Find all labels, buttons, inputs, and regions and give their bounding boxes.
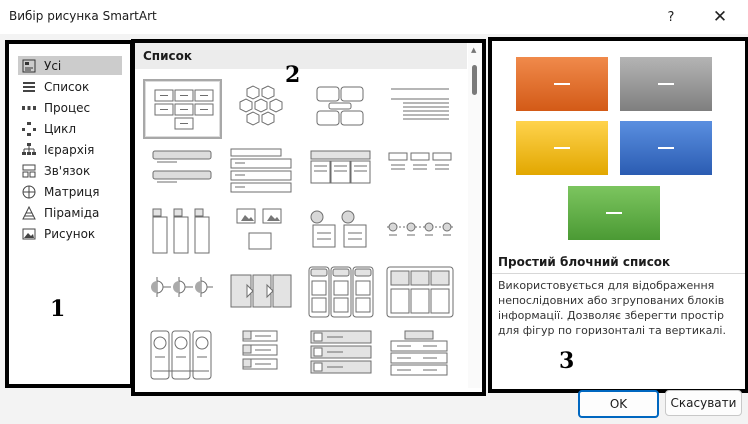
category-pyramid[interactable]: Піраміда <box>18 203 122 222</box>
ok-button[interactable]: OK <box>578 390 659 418</box>
layout-table-list[interactable] <box>303 141 378 197</box>
layout-vertical-blocks[interactable] <box>143 203 218 259</box>
layout-arrow-blocks[interactable] <box>223 265 298 321</box>
gallery-scrollbar[interactable]: ▲ <box>468 43 482 388</box>
layout-vertical-box-list[interactable] <box>223 327 298 383</box>
category-label: Піраміда <box>44 205 100 220</box>
category-label: Список <box>44 79 90 94</box>
preview-block-yellow <box>516 121 608 175</box>
matrix-icon <box>22 185 36 199</box>
category-hierarchy[interactable]: Ієрархія <box>18 140 122 159</box>
cancel-button[interactable]: Скасувати <box>665 390 742 416</box>
layout-hexagon-cluster[interactable] <box>223 79 298 135</box>
category-label: Матриця <box>44 184 100 199</box>
category-label: Ієрархія <box>44 142 95 157</box>
relationship-icon <box>22 164 36 178</box>
preview-block-orange <box>516 57 608 111</box>
process-icon <box>22 101 36 115</box>
all-icon <box>22 59 36 73</box>
layout-circle-columns[interactable] <box>143 327 218 383</box>
annotation-number-2: 2 <box>285 62 301 88</box>
category-relationship[interactable]: Зв'язок <box>18 161 122 180</box>
preview-divider <box>492 273 745 274</box>
layout-tab-list[interactable] <box>223 141 298 197</box>
list-icon <box>22 80 36 94</box>
layout-horizontal-bullet[interactable] <box>383 141 458 197</box>
preview-block-blue <box>620 121 712 175</box>
category-panel: Усі Список Процес Цикл Ієрархія Зв'язок … <box>5 40 134 388</box>
category-all[interactable]: Усі <box>18 56 122 75</box>
layout-column-blocks[interactable] <box>303 265 378 321</box>
category-list[interactable]: Список <box>18 77 122 96</box>
hierarchy-icon <box>22 142 36 157</box>
cycle-icon <box>22 121 36 136</box>
annotation-number-1: 1 <box>50 296 66 322</box>
help-button[interactable]: ? <box>667 9 675 25</box>
category-label: Процес <box>44 100 91 115</box>
category-cycle[interactable]: Цикл <box>18 119 122 138</box>
gallery-header-label: Список <box>143 49 193 63</box>
title-bar: Вибір рисунка SmartArt ? ✕ <box>0 0 748 34</box>
category-label: Зв'язок <box>44 163 91 178</box>
category-label: Усі <box>44 58 62 73</box>
category-matrix[interactable]: Матриця <box>18 182 122 201</box>
preview-block-gray <box>620 57 712 111</box>
layout-pie-list[interactable] <box>143 265 218 321</box>
layout-rounded-list[interactable] <box>303 79 378 135</box>
layout-gallery-panel: Список ▲ <box>131 39 486 396</box>
preview-image <box>492 41 745 246</box>
preview-title: Простий блочний список <box>498 255 671 269</box>
layout-dotted-line-list[interactable] <box>383 203 458 259</box>
picture-icon <box>22 227 36 241</box>
layout-checklist[interactable] <box>303 327 378 383</box>
category-label: Рисунок <box>44 226 96 241</box>
layout-grouped-blocks[interactable] <box>383 265 458 321</box>
close-button[interactable]: ✕ <box>712 7 728 27</box>
layout-circle-list[interactable] <box>303 203 378 259</box>
preview-description: Використовується для відображення непосл… <box>498 279 726 337</box>
pyramid-icon <box>22 205 36 220</box>
annotation-number-3: 3 <box>559 348 575 374</box>
layout-stacked-bars[interactable] <box>143 141 218 197</box>
preview-block-green <box>568 186 660 240</box>
window-title: Вибір рисунка SmartArt <box>9 9 157 23</box>
gallery-header: Список <box>135 43 467 69</box>
preview-panel: Простий блочний список Використовується … <box>488 37 748 393</box>
layout-lined-list[interactable] <box>383 79 458 135</box>
layout-basic-block-list[interactable] <box>143 79 222 139</box>
category-label: Цикл <box>44 121 77 136</box>
scrollbar-thumb[interactable] <box>472 65 477 95</box>
category-process[interactable]: Процес <box>18 98 122 117</box>
layout-stacked-rows[interactable] <box>383 327 458 383</box>
category-picture[interactable]: Рисунок <box>18 224 122 243</box>
layout-picture-list[interactable] <box>223 203 298 259</box>
